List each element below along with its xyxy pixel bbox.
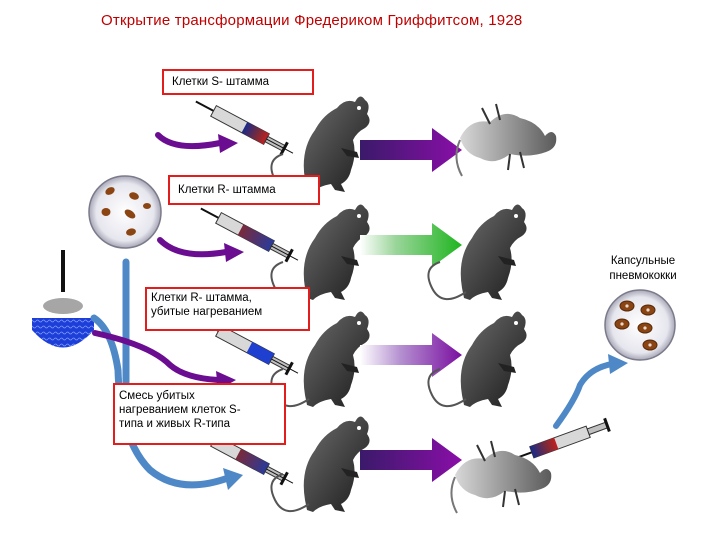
label-capsular-line2: пневмококки bbox=[588, 269, 698, 284]
syringe-1 bbox=[193, 95, 297, 159]
row-2 bbox=[271, 204, 526, 300]
mouse-dead-1 bbox=[456, 104, 556, 176]
label-mixture-line1: Смесь убитых bbox=[119, 389, 280, 403]
output-flow-arrow bbox=[556, 364, 612, 426]
heating-burner bbox=[32, 250, 94, 348]
label-r-heat-killed: Клетки R- штамма, убитые нагреванием bbox=[145, 287, 310, 331]
label-mixture-line2: нагреванием клеток S- bbox=[119, 403, 280, 417]
label-s-strain: Клетки S- штамма bbox=[162, 69, 314, 95]
label-s-strain-text: Клетки S- штамма bbox=[172, 76, 269, 88]
petri-dish-left bbox=[89, 176, 161, 248]
result-arrow-3 bbox=[360, 333, 462, 377]
mouse-alive-4 bbox=[271, 416, 369, 512]
label-mixture: Смесь убитых нагреванием клеток S- типа … bbox=[113, 383, 286, 445]
petri-dish-right bbox=[605, 290, 675, 360]
result-arrow-2 bbox=[360, 223, 462, 267]
label-capsular-line1: Капсульные bbox=[588, 254, 698, 269]
label-mixture-line3: типа и живых R-типа bbox=[119, 417, 280, 431]
result-arrow-1 bbox=[360, 128, 462, 172]
result-arrow-4 bbox=[360, 438, 462, 482]
label-capsular-pneumococci: Капсульные пневмококки bbox=[588, 254, 698, 284]
label-r-strain: Клетки R- штамма bbox=[168, 175, 320, 205]
label-r-strain-text: Клетки R- штамма bbox=[178, 184, 276, 196]
label-r-heat-killed-line1: Клетки R- штамма, bbox=[151, 291, 304, 305]
row-4 bbox=[271, 416, 551, 513]
syringe-output bbox=[515, 418, 609, 464]
label-r-heat-killed-line2: убитые нагреванием bbox=[151, 305, 304, 319]
